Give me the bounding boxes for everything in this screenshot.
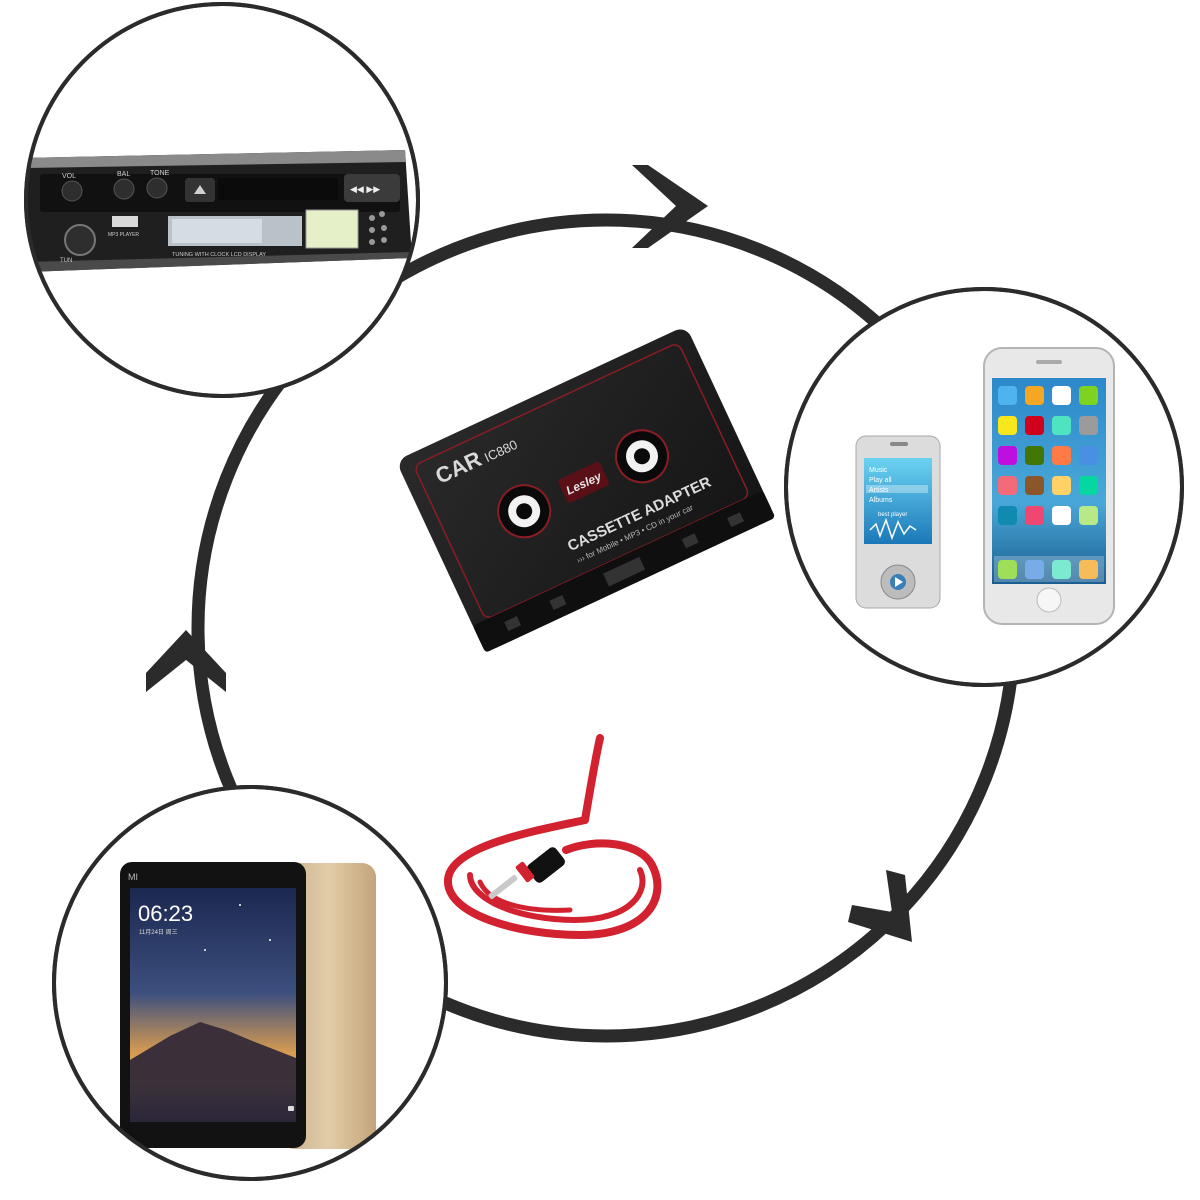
- app-icon: [998, 476, 1017, 495]
- player-menu-play-all: Play all: [869, 477, 892, 484]
- app-icon: [1079, 506, 1098, 525]
- app-icon: [998, 446, 1017, 465]
- aux-cable: [444, 734, 662, 940]
- player-caption: best player: [878, 512, 907, 518]
- app-icon: [998, 416, 1017, 435]
- chevron-arrow-icon: [848, 870, 912, 942]
- player-menu-music: Music: [869, 467, 888, 474]
- tun-label: TUN: [60, 258, 72, 264]
- chevron-arrow-icon: [146, 630, 226, 692]
- tablet-time: 06:23: [138, 901, 193, 926]
- chevron-arrow-icon: [632, 165, 708, 248]
- app-icon: [1052, 386, 1071, 405]
- app-icon: [1079, 476, 1098, 495]
- usb-port-icon: [112, 216, 138, 227]
- knob-label-vol: VOL: [62, 173, 76, 180]
- dock-app-icon: [1079, 560, 1098, 579]
- tablet-date: 11月24日 周三: [139, 929, 178, 936]
- player-menu-albums: Albums: [869, 497, 893, 504]
- app-icon: [1052, 446, 1071, 465]
- app-icon: [1052, 476, 1071, 495]
- app-icon: [1025, 506, 1044, 525]
- dock-app-icon: [1052, 560, 1071, 579]
- knob-label-bal: BAL: [117, 171, 130, 178]
- rew-ff-label: ◀◀ ▶▶: [350, 184, 380, 194]
- dock-app-icon: [998, 560, 1017, 579]
- app-icon-grid: [998, 386, 1098, 579]
- aux-jack: [488, 847, 565, 900]
- tablet-brand: MI: [128, 872, 138, 882]
- knob-label-tone: TONE: [150, 170, 170, 177]
- dock-app-icon: [1025, 560, 1044, 579]
- mp3-player-label: MP3 PLAYER: [108, 232, 139, 238]
- app-icon: [1025, 386, 1044, 405]
- app-icon: [1079, 416, 1098, 435]
- app-icon: [1052, 416, 1071, 435]
- app-icon: [1052, 506, 1071, 525]
- eject-icon: [194, 185, 206, 194]
- car-radio-panel: VOL BAL TONE ◀◀ ▶▶ TUN MP3 PLAYER TUNING…: [24, 2, 420, 398]
- phone-player-panel: Music Play all Artists Albums best playe…: [784, 287, 1184, 687]
- tablet-panel: MI 06:23 11月24日 周三: [52, 785, 448, 1181]
- cassette-spool-left: [497, 484, 552, 539]
- play-icon: [895, 577, 903, 587]
- display-caption: TUNING WITH CLOCK LCD DISPLAY: [172, 252, 266, 258]
- app-icon: [1079, 386, 1098, 405]
- player-menu-artists: Artists: [869, 487, 889, 494]
- app-icon: [1079, 446, 1098, 465]
- app-icon: [1025, 416, 1044, 435]
- app-icon: [1025, 476, 1044, 495]
- app-icon: [998, 506, 1017, 525]
- camera-icon: [288, 1106, 294, 1111]
- app-icon: [998, 386, 1017, 405]
- cassette-adapter: CAR IC880 Lesley CASSETTE ADAPTER ››› fo…: [399, 329, 775, 652]
- app-icon: [1025, 446, 1044, 465]
- cassette-spool-right: [615, 429, 670, 484]
